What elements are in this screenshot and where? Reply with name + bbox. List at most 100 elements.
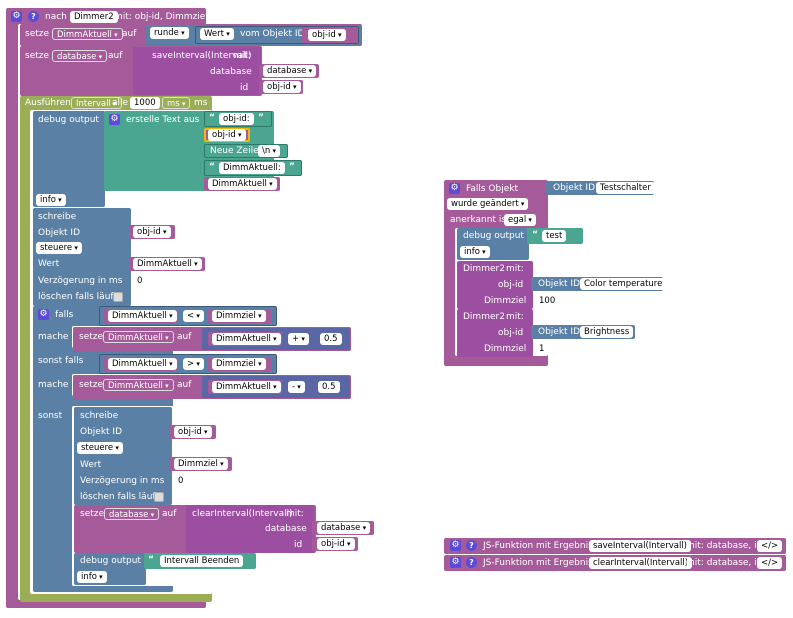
- op-dropdown[interactable]: +: [288, 333, 309, 345]
- debug-level[interactable]: info: [460, 246, 490, 258]
- newline-dropdown[interactable]: \n: [258, 145, 281, 157]
- debug-level[interactable]: info: [36, 194, 66, 206]
- call-block-2[interactable]: [457, 309, 533, 357]
- param-var[interactable]: obj-id: [263, 81, 301, 93]
- param-var[interactable]: database: [317, 522, 371, 534]
- quote-left: “: [209, 113, 215, 123]
- interval-unit[interactable]: ms: [162, 97, 191, 109]
- var-value[interactable]: DimmAktuell: [108, 358, 177, 370]
- var-dropdown[interactable]: DimmAktuell: [103, 331, 174, 343]
- var-value[interactable]: DimmAktuell: [208, 178, 277, 190]
- obj-name[interactable]: Testschalter: [596, 182, 655, 194]
- op-dropdown[interactable]: >: [183, 358, 204, 370]
- ack-dropdown[interactable]: egal: [504, 214, 536, 226]
- debug-block-1[interactable]: [33, 111, 105, 207]
- else-label: sonst: [38, 411, 63, 421]
- js-params: mit: database, id: [686, 541, 763, 551]
- interval-unit2: ms: [194, 98, 208, 108]
- delay-input[interactable]: 0: [133, 275, 147, 287]
- number-input[interactable]: 1: [535, 343, 549, 355]
- call-name: Dimmer2: [463, 312, 505, 322]
- var-value[interactable]: obj-id: [208, 129, 246, 141]
- clear-label: löschen falls läuft: [38, 292, 117, 302]
- number-input[interactable]: 0.5: [320, 333, 342, 345]
- call-block-1[interactable]: [457, 261, 533, 309]
- gear-icon[interactable]: ⚙: [450, 540, 461, 551]
- var-value[interactable]: Dimmziel: [212, 358, 266, 370]
- var-value[interactable]: obj-id: [133, 226, 171, 238]
- objid-label: Objekt ID: [538, 279, 581, 289]
- call-save-block[interactable]: [133, 47, 261, 95]
- var-dropdown[interactable]: database: [52, 50, 108, 62]
- delay-input[interactable]: 0: [174, 475, 188, 487]
- objid-label: Objekt ID: [80, 427, 123, 437]
- value-dropdown[interactable]: Wert: [200, 28, 234, 40]
- var-dropdown[interactable]: database: [104, 508, 160, 520]
- call-mit: mit:: [506, 312, 524, 322]
- write-block-1[interactable]: [33, 208, 131, 306]
- var-value[interactable]: DimmAktuell: [108, 310, 177, 322]
- debug-label: debug output: [38, 115, 99, 125]
- obj-name[interactable]: Color temperature: [580, 278, 667, 290]
- quote-left: “: [209, 162, 215, 172]
- text-string[interactable]: Intervall Beenden: [160, 555, 244, 567]
- gear-icon[interactable]: ⚙: [109, 114, 120, 125]
- var-value[interactable]: DimmAktuell: [212, 333, 281, 345]
- text-string[interactable]: obj-id:: [219, 113, 254, 125]
- round-dropdown[interactable]: runde: [150, 27, 189, 39]
- write-block-2[interactable]: [74, 407, 172, 505]
- op-dropdown[interactable]: <: [183, 310, 204, 322]
- param-label: id: [240, 83, 249, 93]
- gear-icon[interactable]: ⚙: [38, 309, 49, 320]
- set-label: setze: [25, 29, 50, 39]
- var-dropdown[interactable]: DimmAktuell: [52, 28, 123, 40]
- objid-var[interactable]: obj-id: [308, 29, 346, 41]
- text-string[interactable]: DimmAktuell:: [219, 162, 285, 174]
- help-icon[interactable]: ?: [466, 540, 477, 551]
- gear-icon[interactable]: ⚙: [449, 183, 460, 194]
- mode-dropdown[interactable]: steuere: [77, 442, 123, 454]
- call-fn: clearInterval(Intervall): [192, 509, 293, 519]
- objid-label: Objekt ID: [538, 327, 581, 337]
- set-label: setze: [79, 380, 104, 390]
- from-label: vom Objekt ID: [240, 29, 305, 39]
- obj-name[interactable]: Brightness: [580, 326, 634, 338]
- var-value[interactable]: Dimmziel: [174, 458, 228, 470]
- var-value[interactable]: DimmAktuell: [212, 381, 281, 393]
- js-fn-name[interactable]: clearInterval(Intervall): [589, 557, 693, 569]
- delay-label: Verzögerung in ms: [38, 276, 123, 286]
- if-label: falls: [55, 310, 74, 320]
- clear-checkbox[interactable]: [113, 292, 123, 302]
- code-icon[interactable]: </>: [757, 540, 783, 552]
- changed-dropdown[interactable]: wurde geändert: [447, 198, 529, 210]
- debug-level[interactable]: info: [77, 571, 107, 583]
- help-icon[interactable]: ?: [28, 11, 39, 22]
- help-icon[interactable]: ?: [466, 557, 477, 568]
- elseif-label: sonst falls: [38, 356, 84, 366]
- interval-var[interactable]: Intervall: [71, 97, 122, 109]
- set-label: setze: [80, 509, 105, 519]
- auf-label: auf: [177, 332, 192, 342]
- gear-icon[interactable]: ⚙: [450, 557, 461, 568]
- gear-icon[interactable]: ⚙: [11, 11, 22, 22]
- quote-left: “: [148, 555, 154, 565]
- value-label: Wert: [38, 259, 60, 269]
- interval-value[interactable]: 1000: [130, 97, 160, 109]
- var-value[interactable]: DimmAktuell: [133, 258, 202, 270]
- js-fn-name[interactable]: saveInterval(Intervall): [589, 540, 691, 552]
- var-dropdown[interactable]: DimmAktuell: [103, 379, 174, 391]
- js-params: mit: database, id: [686, 558, 763, 568]
- number-input[interactable]: 0.5: [318, 381, 340, 393]
- call-clear-block[interactable]: [186, 505, 314, 553]
- param-var[interactable]: obj-id: [317, 538, 355, 550]
- code-icon[interactable]: </>: [757, 557, 783, 569]
- clear-checkbox[interactable]: [154, 492, 164, 502]
- number-input[interactable]: 100: [535, 295, 560, 307]
- op-dropdown[interactable]: -: [288, 381, 305, 393]
- var-value[interactable]: obj-id: [174, 426, 212, 438]
- mode-dropdown[interactable]: steuere: [36, 242, 82, 254]
- var-value[interactable]: Dimmziel: [212, 310, 266, 322]
- param-var[interactable]: database: [263, 65, 317, 77]
- func-name[interactable]: Dimmer2: [70, 11, 118, 23]
- text-string[interactable]: test: [542, 230, 567, 242]
